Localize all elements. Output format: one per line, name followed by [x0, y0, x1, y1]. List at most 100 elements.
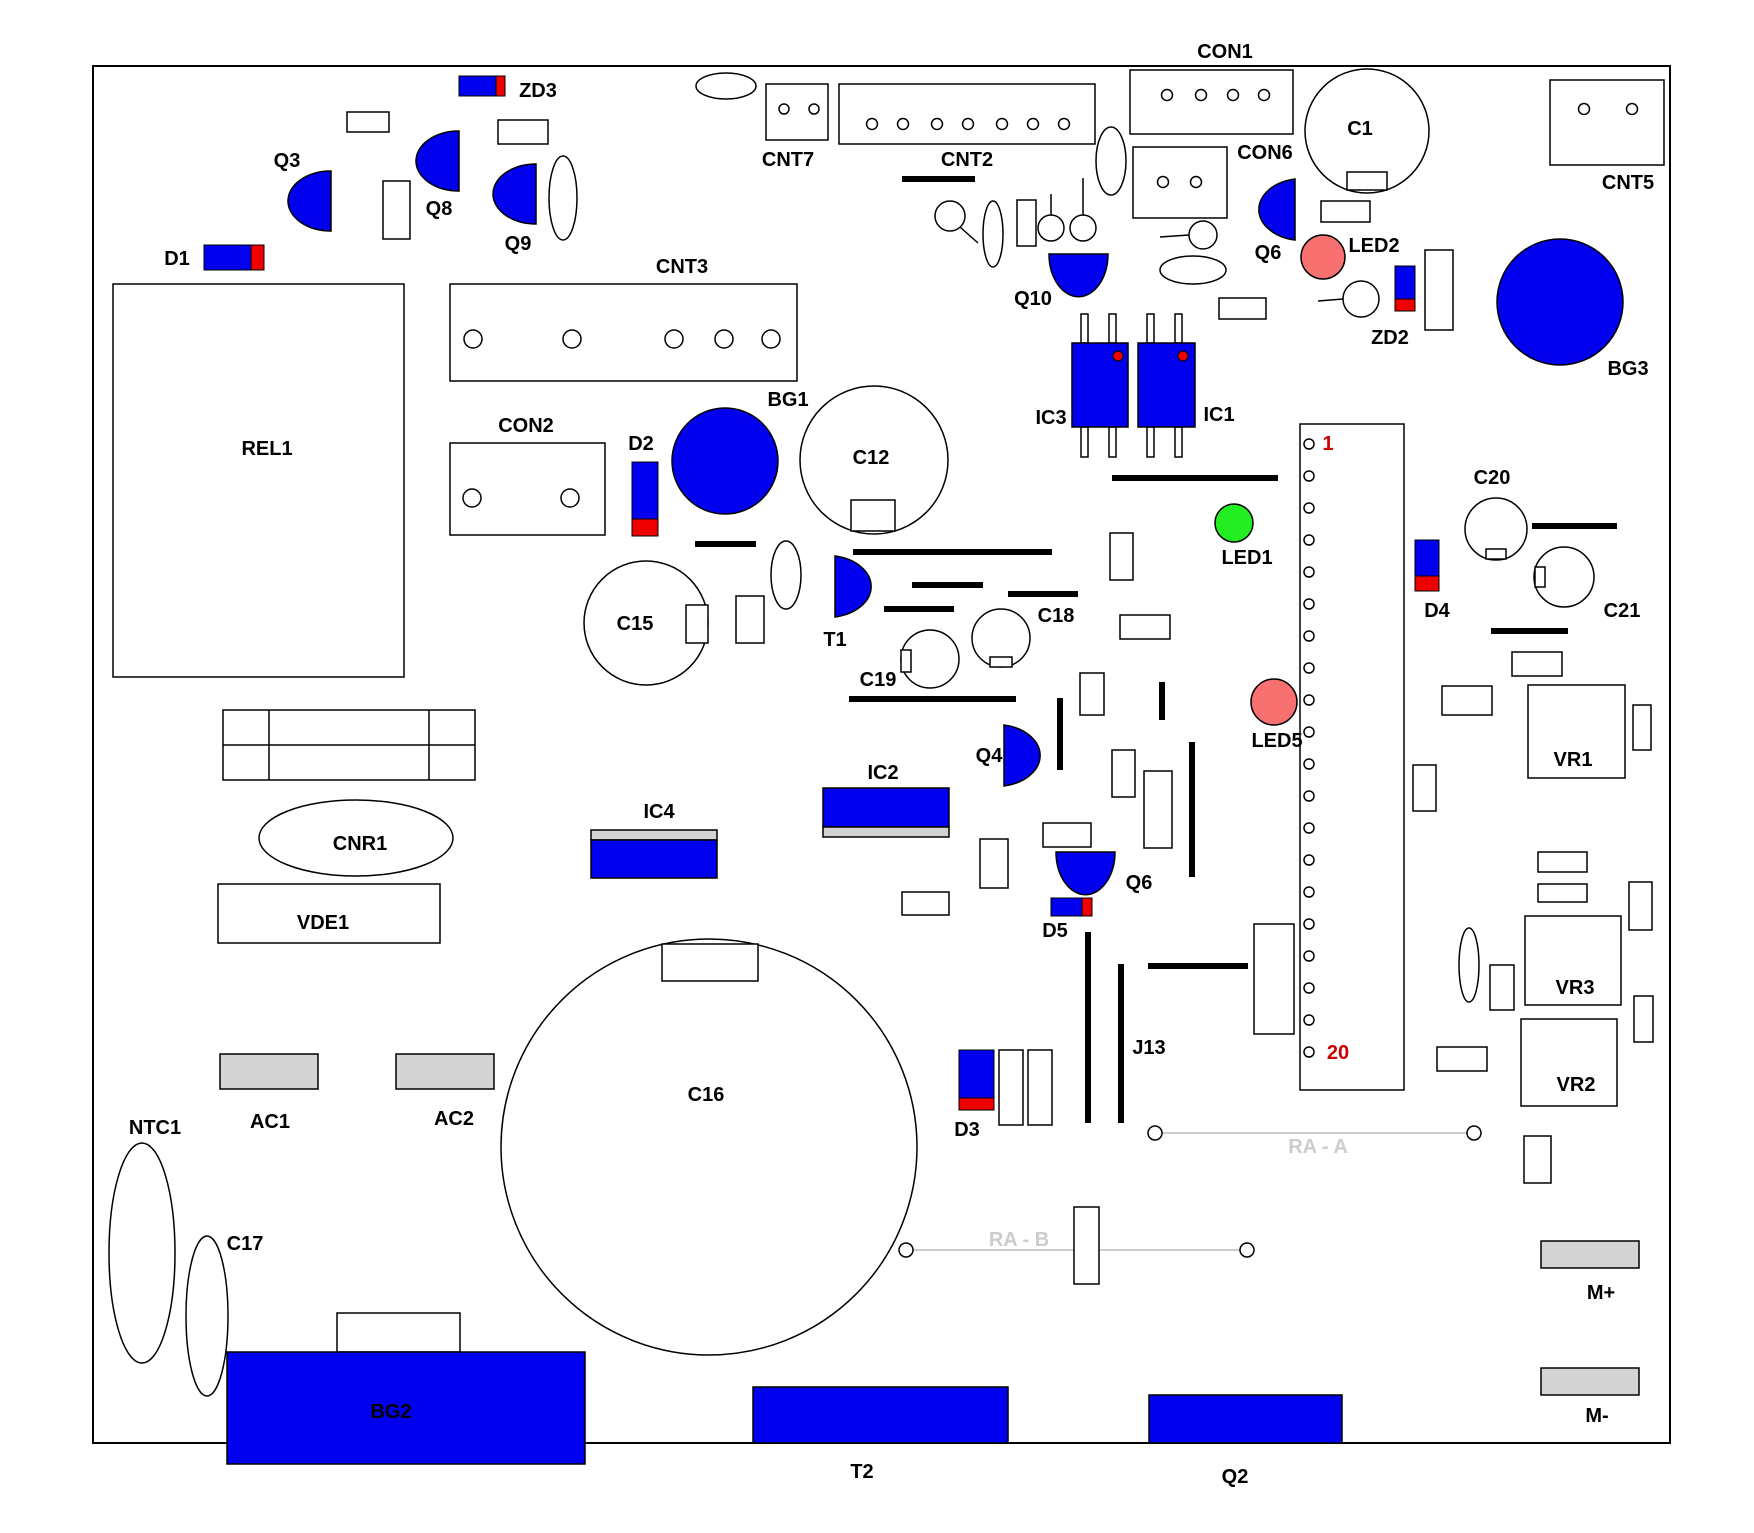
resistor [497, 119, 549, 145]
capacitor-c16 [500, 938, 918, 1356]
resistor [1511, 651, 1563, 677]
oval-part [982, 200, 1004, 268]
label-zd2: ZD2 [1371, 327, 1409, 349]
label-q6-mid: Q6 [1126, 872, 1153, 894]
resistor [998, 1049, 1024, 1126]
label-m-plus: M+ [1587, 1282, 1615, 1304]
resistor [1218, 297, 1267, 320]
resistor [1042, 822, 1092, 848]
label-led1: LED1 [1221, 547, 1272, 569]
label-ra-a: RA - A [1288, 1136, 1348, 1158]
component-t2 [752, 1386, 1009, 1444]
thermistor-ntc1 [108, 1142, 176, 1364]
test-point [1317, 280, 1380, 318]
transistor-t1 [834, 555, 872, 618]
label-m-minus: M- [1585, 1405, 1608, 1427]
label-d4: D4 [1424, 600, 1450, 622]
ic-ic3 [1071, 313, 1129, 458]
resistor [1119, 614, 1171, 640]
resistor [1073, 1206, 1100, 1285]
resistor [1424, 249, 1454, 331]
label-vr2: VR2 [1557, 1074, 1596, 1096]
transistor-q6-mid [1055, 851, 1116, 896]
component-vde1 [217, 883, 441, 944]
label-ic1: IC1 [1203, 404, 1234, 426]
buzzer-bg3 [1496, 238, 1624, 366]
label-c12: C12 [853, 447, 890, 469]
terminal-ac1 [219, 1053, 319, 1090]
label-pin-20: 20 [1327, 1042, 1349, 1064]
label-bg3: BG3 [1607, 358, 1648, 380]
label-vr1: VR1 [1554, 749, 1593, 771]
oval-part [548, 155, 578, 241]
resistor [346, 111, 390, 133]
bg2-tab [336, 1312, 461, 1353]
connector-cnt5 [1549, 79, 1665, 166]
label-ic4: IC4 [643, 801, 675, 823]
capacitor-c1 [1304, 68, 1430, 194]
label-cnt7: CNT7 [762, 149, 814, 171]
label-bg1: BG1 [767, 389, 808, 411]
label-c19: C19 [860, 669, 897, 691]
transistor-q10 [1048, 253, 1109, 298]
buzzer-bg1 [671, 407, 779, 515]
resistor [1016, 199, 1037, 247]
test-point [1159, 220, 1218, 250]
zener-zd2 [1394, 265, 1416, 312]
resistor [1523, 1135, 1552, 1184]
transistor-q6-top [1258, 178, 1296, 241]
label-con1: CON1 [1197, 41, 1253, 63]
connector-cnt3 [449, 283, 798, 382]
resistor [901, 891, 950, 916]
resistor [1253, 923, 1295, 1035]
label-led5: LED5 [1251, 730, 1302, 752]
label-d3: D3 [954, 1119, 980, 1141]
connector-cnt2 [838, 83, 1096, 145]
label-zd3: ZD3 [519, 80, 557, 102]
trimmer-vr1 [1527, 684, 1626, 779]
label-rel1: REL1 [241, 438, 292, 460]
label-q9: Q9 [505, 233, 532, 255]
label-q2: Q2 [1222, 1466, 1249, 1488]
resistor [1628, 881, 1653, 931]
label-d1: D1 [164, 248, 190, 270]
connector-cnt7 [765, 83, 829, 141]
label-q8: Q8 [426, 198, 453, 220]
resistor [1633, 995, 1654, 1043]
oval-part [1458, 927, 1480, 1003]
label-c1: C1 [1347, 118, 1373, 140]
trimmer-vr2 [1520, 1018, 1618, 1107]
capacitor-c18 [971, 608, 1031, 668]
label-ac2: AC2 [434, 1108, 474, 1130]
resistor [1537, 883, 1588, 903]
transistor-q3 [287, 170, 332, 232]
label-bg2: BG2 [370, 1401, 411, 1423]
diode-d3 [958, 1049, 995, 1111]
oval-part [695, 72, 757, 100]
resistor [1632, 704, 1652, 751]
label-ic2: IC2 [867, 762, 898, 784]
led-led5 [1250, 678, 1298, 726]
label-ntc1: NTC1 [129, 1117, 181, 1139]
trimmer-vr3 [1524, 915, 1622, 1006]
label-pin-1: 1 [1322, 433, 1333, 455]
label-cnt5: CNT5 [1602, 172, 1654, 194]
label-c17: C17 [227, 1233, 264, 1255]
label-ic3: IC3 [1035, 407, 1066, 429]
resistor [1143, 770, 1173, 849]
resistor [735, 595, 765, 644]
label-con6: CON6 [1237, 142, 1293, 164]
capacitor-c21 [1533, 546, 1595, 608]
label-d5: D5 [1042, 920, 1068, 942]
jumper-ra-a [1147, 1125, 1482, 1141]
resistor [1109, 532, 1134, 581]
resistor [1412, 764, 1437, 812]
capacitor-c17 [185, 1235, 229, 1397]
label-q4: Q4 [976, 745, 1004, 767]
label-q10: Q10 [1014, 288, 1052, 310]
capacitor-c20 [1464, 497, 1528, 561]
resistor [1111, 749, 1136, 798]
capacitor-c15 [583, 560, 709, 686]
mcu-pin-header [1299, 423, 1405, 1091]
